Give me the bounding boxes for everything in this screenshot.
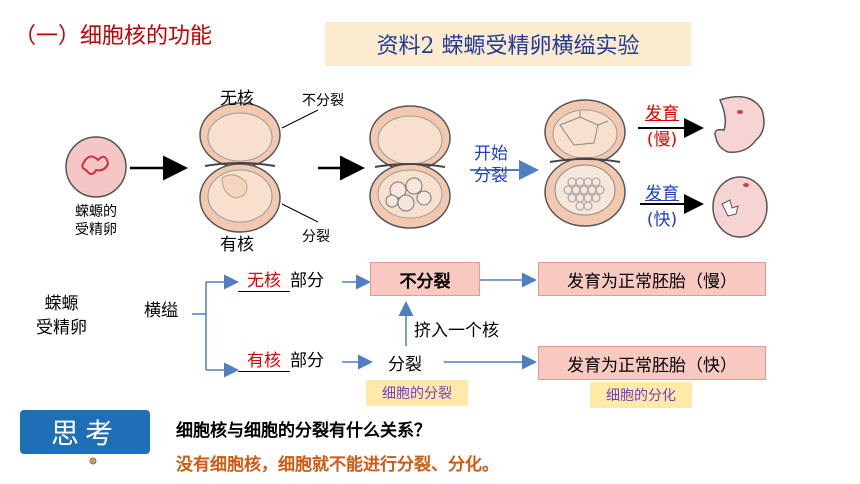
flow-egg-line1: 蝾螈: [44, 294, 79, 314]
egg-label-line2: 受精卵: [75, 222, 117, 238]
label-divide: 分裂: [388, 355, 422, 375]
label-squeeze-nucleus: 挤入一个核: [414, 321, 499, 341]
label-no-division: 不分裂: [302, 93, 344, 109]
flow-lines: [192, 272, 537, 378]
flow-part-1: 部分: [290, 271, 324, 291]
think-answer: 没有细胞核，细胞就不能进行分裂、分化。: [176, 455, 499, 475]
label-division: 分裂: [302, 229, 330, 245]
flow-egg: 蝾螈 受精卵: [36, 292, 87, 340]
constricted-egg-3: [544, 99, 626, 227]
egg-label-line1: 蝾螈的: [75, 204, 117, 220]
box-no-division: 不分裂: [370, 262, 480, 296]
result-slow: 发育为正常胚胎（慢）: [538, 262, 766, 296]
subtitle: 资料2 蝾螈受精卵横缢实验: [376, 34, 640, 59]
result-fast: 发育为正常胚胎（快）: [538, 346, 766, 380]
develop-slow-text: 发育: [645, 104, 679, 124]
constricted-egg-1: [199, 102, 281, 233]
label-has-nucleus: 有核: [220, 235, 254, 255]
embryo-fast: [712, 176, 768, 238]
label-no-nucleus: 无核: [220, 89, 254, 109]
think-question: 细胞核与细胞的分裂有什么关系？: [176, 421, 431, 441]
flow-no-nucleus-part: 无核部分: [238, 266, 324, 292]
subtitle-box: 资料2 蝾螈受精卵横缢实验: [325, 22, 691, 66]
tag-cell-division: 细胞的分裂: [366, 380, 468, 406]
bullet-dot: [89, 457, 97, 465]
slow-text: (慢): [646, 130, 678, 150]
page-title: （一）细胞核的功能: [14, 24, 213, 49]
flow-has-nuc: 有核: [238, 346, 290, 372]
flow-part-2: 部分: [290, 351, 324, 371]
think-badge: 思考: [20, 410, 150, 454]
label-start-line1: 开始: [474, 144, 508, 164]
embryo-slow: [714, 95, 765, 153]
label-start-division: 开始 分裂: [474, 143, 508, 187]
fast-text: (快): [646, 210, 678, 230]
label-develop-slow: 发育 (慢): [645, 101, 679, 153]
flow-no-nuc: 无核: [238, 266, 290, 292]
flow-egg-line2: 受精卵: [36, 318, 87, 338]
flow-constrict: 横缢: [144, 301, 178, 321]
label-start-line2: 分裂: [474, 166, 508, 186]
pointer-division: [281, 203, 319, 223]
flow-has-nucleus-part: 有核部分: [238, 346, 324, 372]
constricted-egg-2: [369, 105, 451, 229]
tag-cell-differentiation: 细胞的分化: [590, 382, 692, 408]
fertilized-egg: [65, 136, 127, 198]
pointer-no-division: [281, 109, 319, 129]
develop-fast-text: 发育: [645, 184, 679, 204]
label-develop-fast: 发育 (快): [645, 181, 679, 233]
egg-label: 蝾螈的 受精卵: [68, 203, 124, 239]
